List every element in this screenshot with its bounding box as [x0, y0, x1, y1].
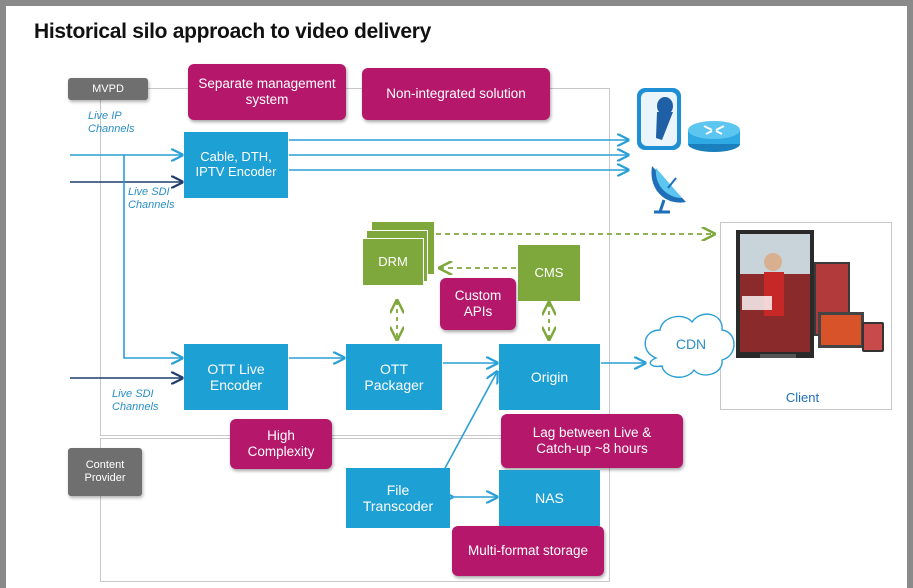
microphone-icon — [637, 88, 681, 150]
lag-callout: Lag between Live & Catch-up ~8 hours — [501, 414, 683, 468]
non-integrated-callout: Non-integrated solution — [362, 68, 550, 120]
high-complexity-callout: High Complexity — [230, 419, 332, 469]
content-provider-label: Content Provider — [68, 448, 142, 496]
tv-screen-icon — [736, 230, 884, 358]
satellite-dish-icon — [651, 166, 686, 214]
drm-box: DRM — [362, 238, 424, 286]
mvpd-label: MVPD — [68, 78, 148, 100]
live-ip-label: Live IP Channels — [88, 110, 135, 136]
client-label: Client — [785, 390, 820, 405]
mvpd-panel — [100, 88, 610, 436]
file-transcoder-box: File Transcoder — [346, 468, 450, 528]
separate-management-callout: Separate management system — [188, 64, 346, 120]
transcoder-to-origin — [443, 372, 497, 471]
origin-box: Origin — [499, 344, 600, 410]
ip-to-ott-arrow — [123, 155, 182, 358]
content-provider-panel — [100, 438, 610, 582]
diagram-title: Historical silo approach to video delive… — [34, 20, 432, 43]
ott-live-encoder-box: OTT Live Encoder — [184, 344, 288, 410]
ott-packager-box: OTT Packager — [346, 344, 442, 410]
live-sdi-label-bottom: Live SDI Channels — [112, 388, 159, 414]
custom-apis-callout: Custom APIs — [440, 278, 516, 330]
router-icon — [688, 121, 740, 152]
nas-box: NAS — [499, 470, 600, 526]
cdn-label: CDN — [675, 335, 707, 352]
cms-box: CMS — [518, 245, 580, 301]
cdn-cloud-icon — [644, 313, 735, 378]
legacy-encoder-box: Cable, DTH, IPTV Encoder — [184, 132, 288, 198]
multi-format-callout: Multi-format storage — [452, 526, 604, 576]
live-sdi-label-top: Live SDI Channels — [128, 186, 175, 212]
